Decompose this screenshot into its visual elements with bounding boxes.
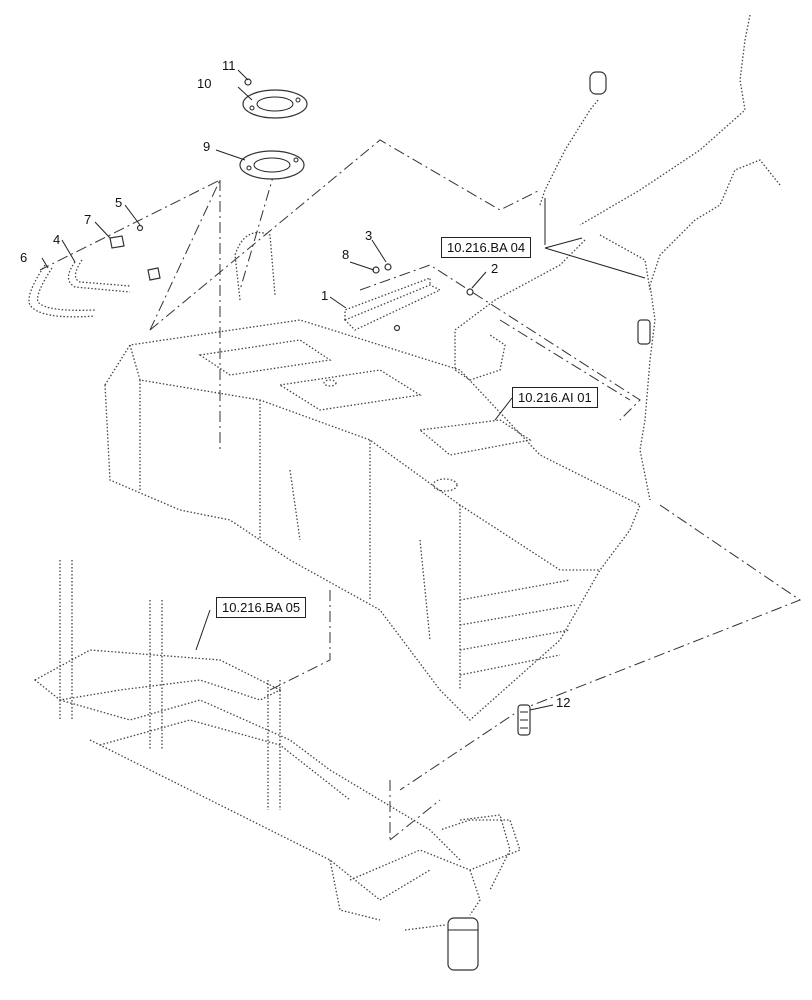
tank-straps (28, 224, 161, 318)
callout-4: 4 (53, 232, 61, 247)
fuel-filter (404, 814, 511, 971)
fuel-lines (454, 14, 781, 501)
mount-bracket (343, 263, 474, 332)
callout-2: 2 (491, 261, 499, 276)
alignment-lines (39, 139, 802, 841)
callout-12: 12 (556, 695, 571, 710)
leader-lines (41, 69, 646, 711)
callout-6: 6 (20, 250, 28, 265)
callout-3: 3 (365, 228, 373, 243)
reference-10-216-ba-05[interactable]: 10.216.BA 05 (216, 597, 307, 618)
support-frame (33, 560, 521, 921)
callout-11: 11 (222, 58, 236, 73)
drain-fitting (517, 704, 531, 736)
reference-10-216-ba-04[interactable]: 10.216.BA 04 (441, 237, 532, 258)
reference-10-216-ai-01[interactable]: 10.216.AI 01 (512, 387, 598, 408)
callout-8: 8 (342, 247, 350, 262)
callout-7: 7 (84, 212, 92, 227)
callout-1: 1 (321, 288, 329, 303)
callout-5: 5 (115, 195, 123, 210)
callout-9: 9 (203, 139, 211, 154)
filler-gaskets (239, 78, 308, 180)
callout-10: 10 (197, 76, 212, 91)
fuel-tank (104, 231, 641, 721)
